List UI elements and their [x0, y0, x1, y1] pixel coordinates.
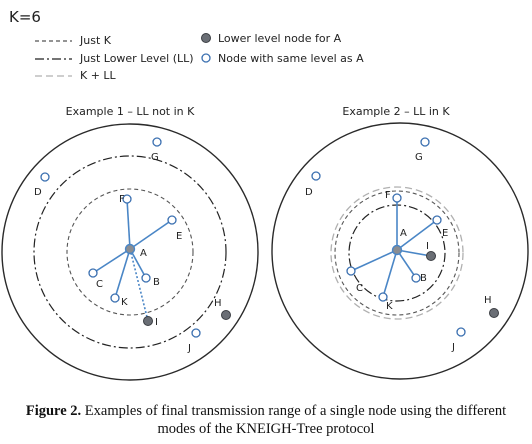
example-2-link-i: [396, 249, 432, 257]
example-2-label-i: I: [426, 241, 429, 252]
example-1-title: Example 1 – LL not in K: [66, 105, 195, 118]
example-2-node-b: [411, 273, 421, 283]
example-2-label-k: K: [386, 301, 393, 312]
example-1-node-e: [167, 215, 177, 225]
example-1-node-h: [221, 310, 231, 320]
example-1-label-c: C: [96, 279, 103, 290]
example-2-node-i: [426, 251, 436, 261]
example-2-label-g: G: [415, 152, 423, 163]
example-2-node-d: [311, 171, 321, 181]
example-2-link-b: [396, 249, 417, 279]
example-1-link-i: [129, 248, 149, 322]
example-1-link-k: [114, 248, 131, 299]
example-2-label-e: E: [442, 228, 448, 239]
k-value-label: K=6: [9, 8, 41, 26]
example-1-node-i: [143, 316, 153, 326]
legend-just-ll-label: Just Lower Level (LL): [79, 52, 194, 65]
figure-caption-label: Figure 2.: [25, 403, 82, 419]
example-2-link-e: [396, 219, 438, 251]
example-1: Example 1 – LL not in K A F E: [1, 105, 259, 381]
legend-same-level-node-icon: [201, 53, 211, 63]
example-2-node-c: [346, 266, 356, 276]
example-2-node-a: [391, 244, 403, 256]
example-1-node-g: [152, 137, 162, 147]
legend-lines: Just K Just Lower Level (LL) K + LL: [35, 34, 194, 82]
example-2-link-c: [350, 249, 398, 272]
example-2-link-k: [382, 249, 398, 298]
figure-caption: Figure 2. Examples of final transmission…: [8, 402, 524, 438]
example-1-labels: A F E B C K I G D H J: [34, 152, 222, 354]
legend-lower-level-node-icon: [201, 33, 211, 43]
example-2-node-e: [432, 215, 442, 225]
example-2-label-c: C: [356, 283, 363, 294]
legend-k-ll-label: K + LL: [80, 69, 117, 82]
example-1-links: [92, 198, 173, 322]
example-2-title: Example 2 – LL in K: [342, 105, 450, 118]
example-2-node-j: [456, 327, 466, 337]
example-1-node-j: [191, 328, 201, 338]
example-1-link-f: [126, 198, 131, 250]
example-1-link-b: [129, 248, 147, 279]
example-1-link-e: [129, 219, 173, 250]
example-2-node-g: [420, 137, 430, 147]
example-1-node-k: [110, 293, 120, 303]
example-2-node-f: [392, 193, 402, 203]
legend-same-level-node-label: Node with same level as A: [218, 52, 364, 65]
example-1-label-g: G: [151, 152, 159, 163]
example-1-label-f: F: [119, 194, 125, 205]
example-2-label-h: H: [484, 295, 492, 306]
legend-just-k-label: Just K: [79, 34, 112, 47]
example-1-outer-range: [1, 123, 259, 381]
example-1-label-h: H: [214, 298, 222, 309]
example-1-ll-ring: [33, 155, 227, 349]
example-2-label-a: A: [400, 228, 407, 239]
example-2-label-j: J: [451, 342, 455, 353]
legend-lower-level-node-label: Lower level node for A: [218, 32, 342, 45]
example-2-links: [350, 198, 438, 298]
example-1-label-j: J: [187, 343, 191, 354]
example-1-node-f: [122, 194, 132, 204]
figure-caption-text: Examples of final transmission range of …: [84, 403, 507, 437]
example-1-label-e: E: [176, 231, 182, 242]
example-1-label-a: A: [140, 248, 147, 259]
example-2-label-b: B: [420, 273, 427, 284]
example-2-node-h: [489, 308, 499, 318]
example-2: Example 2 – LL in K A F E: [271, 105, 529, 380]
example-1-node-c: [88, 268, 98, 278]
example-2-node-k: [378, 292, 388, 302]
legend-nodes: Lower level node for A Node with same le…: [201, 32, 364, 65]
example-2-outer-range: [271, 122, 529, 380]
example-1-node-d: [40, 172, 50, 182]
example-1-node-a: [124, 243, 136, 255]
example-1-label-d: D: [34, 187, 42, 198]
example-1-label-k: K: [121, 297, 128, 308]
example-2-label-d: D: [305, 187, 313, 198]
example-2-label-f: F: [385, 190, 391, 201]
example-1-link-c: [92, 248, 131, 274]
example-2-k-ll-ring-outer: [330, 186, 464, 320]
example-1-label-i: I: [155, 317, 158, 328]
example-2-labels: A F E I B K C G D H J: [305, 152, 492, 353]
example-2-k-ll-ring-inner: [334, 190, 460, 316]
example-1-label-b: B: [153, 277, 160, 288]
example-1-k-ring: [66, 188, 194, 316]
example-1-node-b: [141, 273, 151, 283]
